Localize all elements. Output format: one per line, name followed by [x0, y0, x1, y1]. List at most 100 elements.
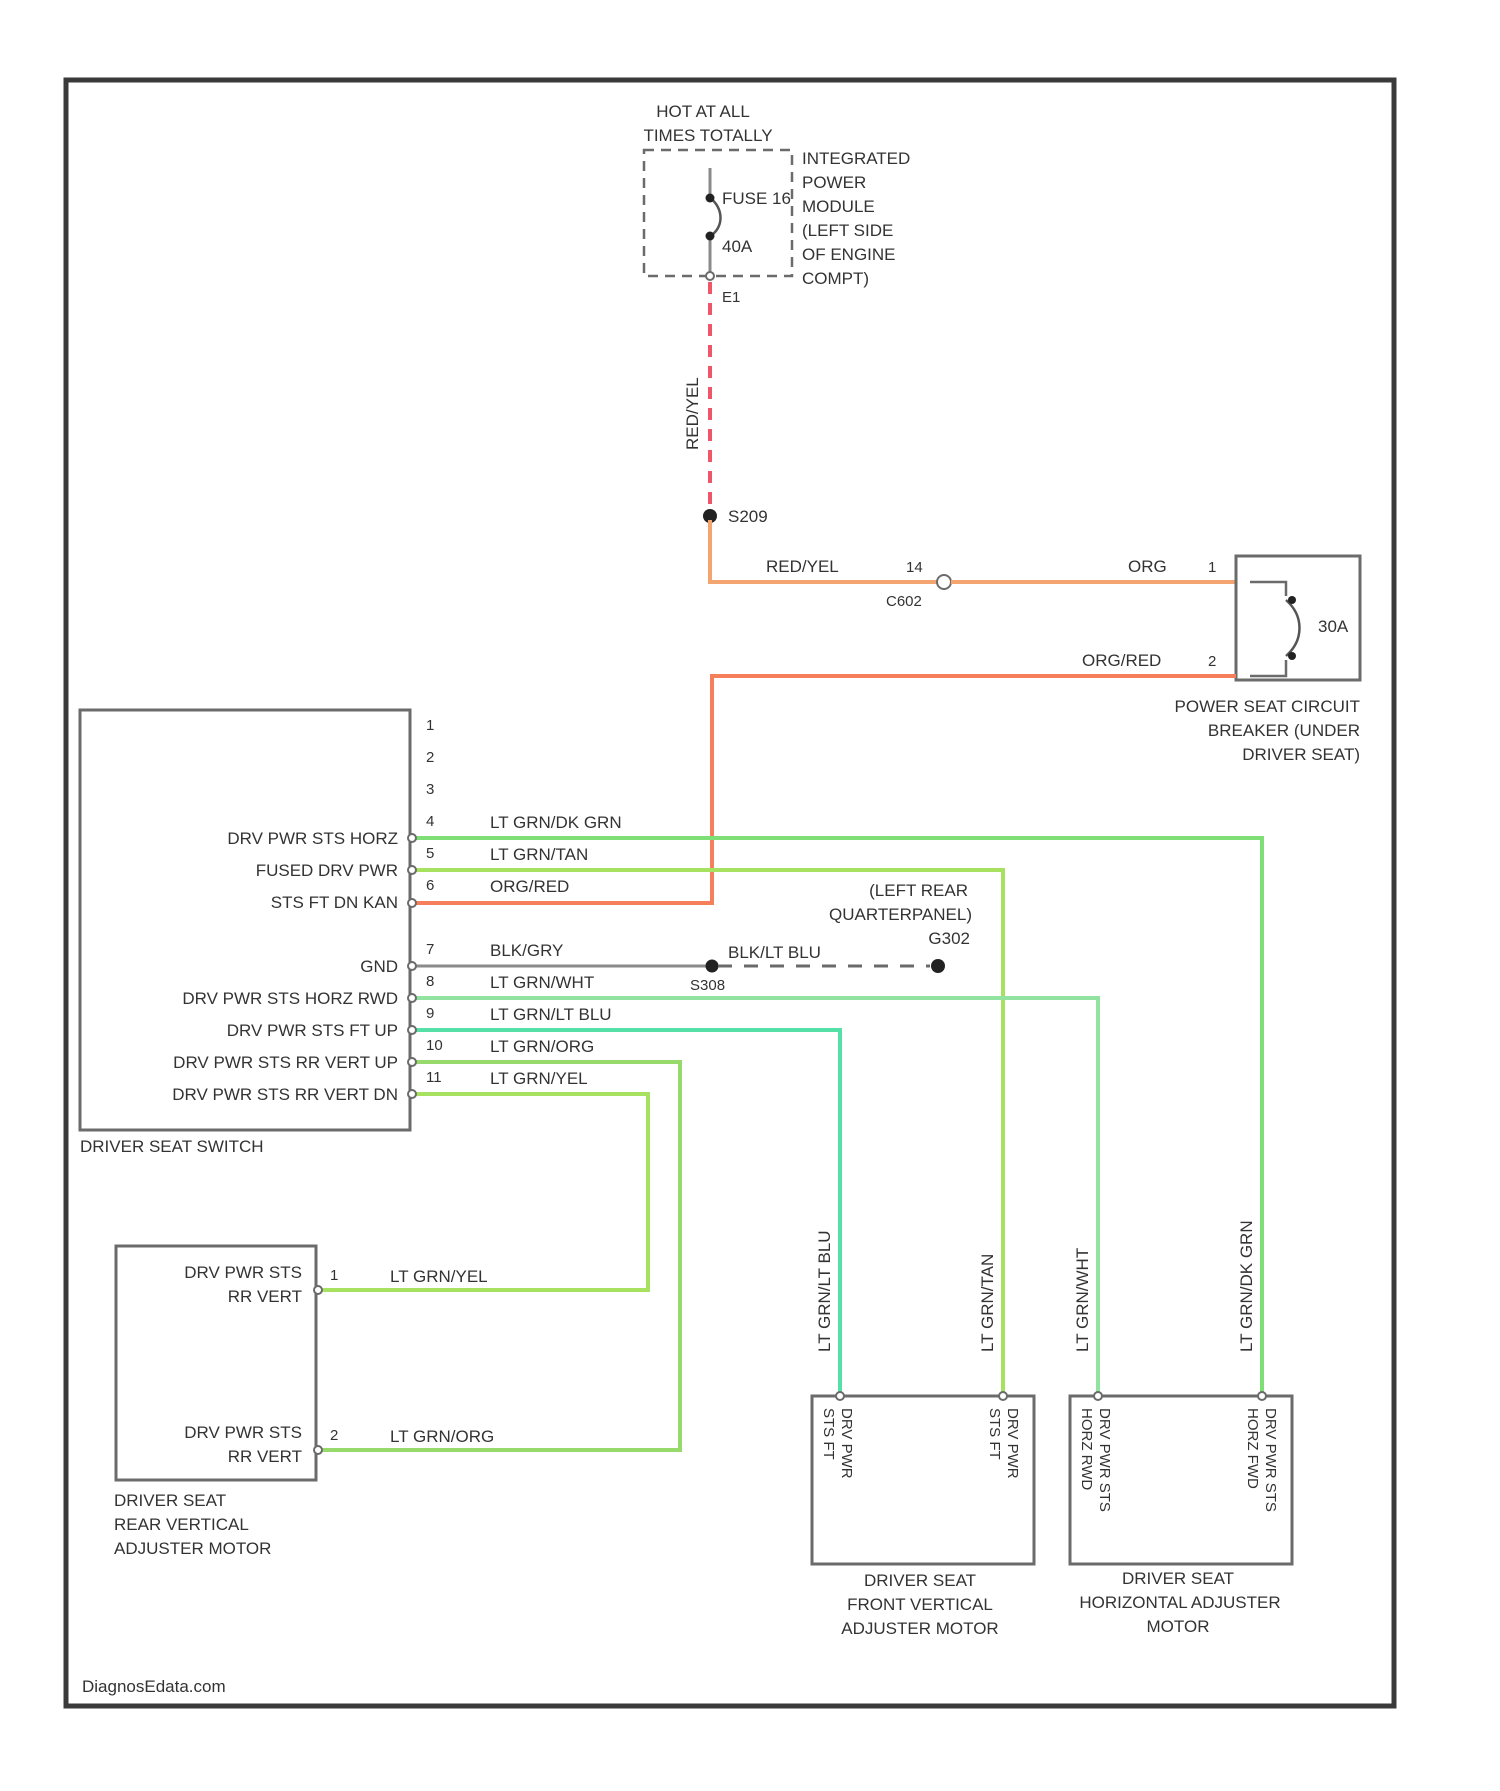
switch-pin-number: 2: [426, 749, 434, 766]
switch-terminal: [408, 1058, 416, 1066]
horz-motor-func-left-line2: HORZ RWD: [1078, 1408, 1095, 1490]
splice-s308-label: S308: [690, 977, 725, 994]
ipm-box: [644, 150, 792, 276]
switch-pin-row-2: 2: [426, 749, 434, 766]
ipm-label-line4: (LEFT SIDE: [802, 221, 893, 240]
ipm-pin-terminal: [706, 272, 714, 280]
front-motor-terminal-left: [836, 1392, 844, 1400]
rear-motor-label-line2: REAR VERTICAL: [114, 1515, 249, 1534]
switch-pin-number: 1: [426, 717, 434, 734]
switch-pin-row-10: 10 DRV PWR STS RR VERT UP LT GRN/ORG: [173, 1037, 594, 1072]
wire-pin11-rear: [318, 1094, 648, 1290]
rear-motor-pin2-func-line1: DRV PWR STS: [184, 1423, 302, 1442]
switch-pin-func: STS FT DN KAN: [271, 893, 398, 912]
switch-pin-number: 8: [426, 973, 434, 990]
ipm-label-line2: POWER: [802, 173, 866, 192]
switch-terminal: [408, 866, 416, 874]
switch-pin-row-4: 4 DRV PWR STS HORZ LT GRN/DK GRN: [227, 813, 621, 848]
front-motor-func-right-line2: STS FT: [986, 1408, 1003, 1460]
wire-pin10-rear: [318, 1062, 680, 1450]
fuse-terminal-bottom: [706, 232, 715, 241]
rear-motor-pin2-wire: LT GRN/ORG: [390, 1427, 494, 1446]
horz-motor-wire-right: LT GRN/DK GRN: [1237, 1220, 1256, 1352]
horz-motor-func-left-line1: DRV PWR STS: [1096, 1408, 1113, 1512]
switch-pin-func: DRV PWR STS HORZ RWD: [182, 989, 398, 1008]
watermark-text: DiagnosEdata.com: [82, 1677, 226, 1696]
switch-terminal: [408, 834, 416, 842]
wire-pin9-front: [412, 1030, 840, 1392]
splice-s308: [706, 960, 719, 973]
front-motor-terminal-right: [999, 1392, 1007, 1400]
hot-feed-wire-label: RED/YEL: [683, 377, 702, 450]
rear-motor-pin1-func-line1: DRV PWR STS: [184, 1263, 302, 1282]
switch-pin-row-6: 6 STS FT DN KAN ORG/RED: [271, 877, 570, 912]
connector-c602: [937, 575, 951, 589]
switch-pin-wire: LT GRN/TAN: [490, 845, 588, 864]
switch-pin-wire: LT GRN/ORG: [490, 1037, 594, 1056]
front-motor-wire-left: LT GRN/LT BLU: [815, 1230, 834, 1352]
rear-motor-label-line1: DRIVER SEAT: [114, 1491, 226, 1510]
front-motor-func-right-line1: DRV PWR: [1004, 1408, 1021, 1479]
breaker-internal-top: [1250, 582, 1286, 596]
breaker-pin-2: 2: [1208, 653, 1216, 670]
ground-location-line2: QUARTERPANEL): [829, 905, 972, 924]
breaker-rating: 30A: [1318, 617, 1349, 636]
switch-terminal: [408, 1026, 416, 1034]
horz-motor-func-right-line1: DRV PWR STS: [1262, 1408, 1279, 1512]
switch-pin-row-8: 8 DRV PWR STS HORZ RWD LT GRN/WHT: [182, 973, 594, 1008]
wire-after-splice-label: RED/YEL: [766, 557, 839, 576]
ipm-label-line6: COMPT): [802, 269, 869, 288]
switch-pin-row-1: 1: [426, 717, 434, 734]
front-motor-label-line1: DRIVER SEAT: [864, 1571, 976, 1590]
switch-pin-row-5: 5 FUSED DRV PWR LT GRN/TAN: [256, 845, 589, 880]
switch-pin-number: 5: [426, 845, 434, 862]
switch-pin-wire: LT GRN/WHT: [490, 973, 594, 992]
switch-pin-wire: LT GRN/DK GRN: [490, 813, 622, 832]
switch-pin-func: FUSED DRV PWR: [256, 861, 398, 880]
ground-id: G302: [928, 929, 970, 948]
switch-pin-wire: LT GRN/LT BLU: [490, 1005, 612, 1024]
switch-pin-number: 10: [426, 1037, 443, 1054]
horz-motor-label-line2: HORIZONTAL ADJUSTER: [1079, 1593, 1280, 1612]
fuse-icon: [710, 198, 721, 236]
ground-wire-label: BLK/LT BLU: [728, 943, 821, 962]
rear-motor-pin2-number: 2: [330, 1427, 338, 1444]
driver-seat-switch-label: DRIVER SEAT SWITCH: [80, 1137, 264, 1156]
horz-motor-label-line3: MOTOR: [1147, 1617, 1210, 1636]
fuse-terminal-top: [706, 194, 715, 203]
breaker-internal-bottom: [1250, 660, 1286, 676]
switch-pin-row-7: 7 GND BLK/GRY: [360, 941, 563, 976]
horz-motor-func-right-line2: HORZ FWD: [1244, 1408, 1261, 1489]
fuse-label: FUSE 16: [722, 189, 791, 208]
switch-pin-func: GND: [360, 957, 398, 976]
hot-label-line1: HOT AT ALL: [656, 102, 750, 121]
horz-motor-label-line1: DRIVER SEAT: [1122, 1569, 1234, 1588]
breaker-out-wire-label: ORG/RED: [1082, 651, 1161, 670]
front-motor-func-left-line2: STS FT: [820, 1408, 837, 1460]
rear-motor-terminal-1: [314, 1286, 322, 1294]
switch-pin-func: DRV PWR STS HORZ: [227, 829, 398, 848]
switch-pin-number: 7: [426, 941, 434, 958]
switch-terminal: [408, 1090, 416, 1098]
switch-pin-number: 9: [426, 1005, 434, 1022]
switch-pin-func: DRV PWR STS RR VERT DN: [172, 1085, 398, 1104]
horz-motor-terminal-right: [1258, 1392, 1266, 1400]
rear-motor-pin1-number: 1: [330, 1267, 338, 1284]
front-motor-func-left-line1: DRV PWR: [838, 1408, 855, 1479]
breaker-pin-1: 1: [1208, 559, 1216, 576]
fuse-rating: 40A: [722, 237, 753, 256]
switch-pin-number: 6: [426, 877, 434, 894]
switch-pin-row-3: 3: [426, 781, 434, 798]
ipm-label-line1: INTEGRATED: [802, 149, 910, 168]
front-motor-wire-right: LT GRN/TAN: [978, 1254, 997, 1352]
switch-terminal: [408, 899, 416, 907]
switch-pin-number: 4: [426, 813, 434, 830]
horz-motor-wire-left: LT GRN/WHT: [1073, 1248, 1092, 1352]
switch-pin-number: 3: [426, 781, 434, 798]
switch-pin-row-11: 11 DRV PWR STS RR VERT DN LT GRN/YEL: [172, 1069, 587, 1104]
ipm-label-line5: OF ENGINE: [802, 245, 896, 264]
switch-pin-func: DRV PWR STS RR VERT UP: [173, 1053, 398, 1072]
breaker-label-line2: BREAKER (UNDER: [1208, 721, 1360, 740]
rear-motor-pin2-func-line2: RR VERT: [228, 1447, 302, 1466]
switch-pin-number: 11: [426, 1069, 442, 1086]
